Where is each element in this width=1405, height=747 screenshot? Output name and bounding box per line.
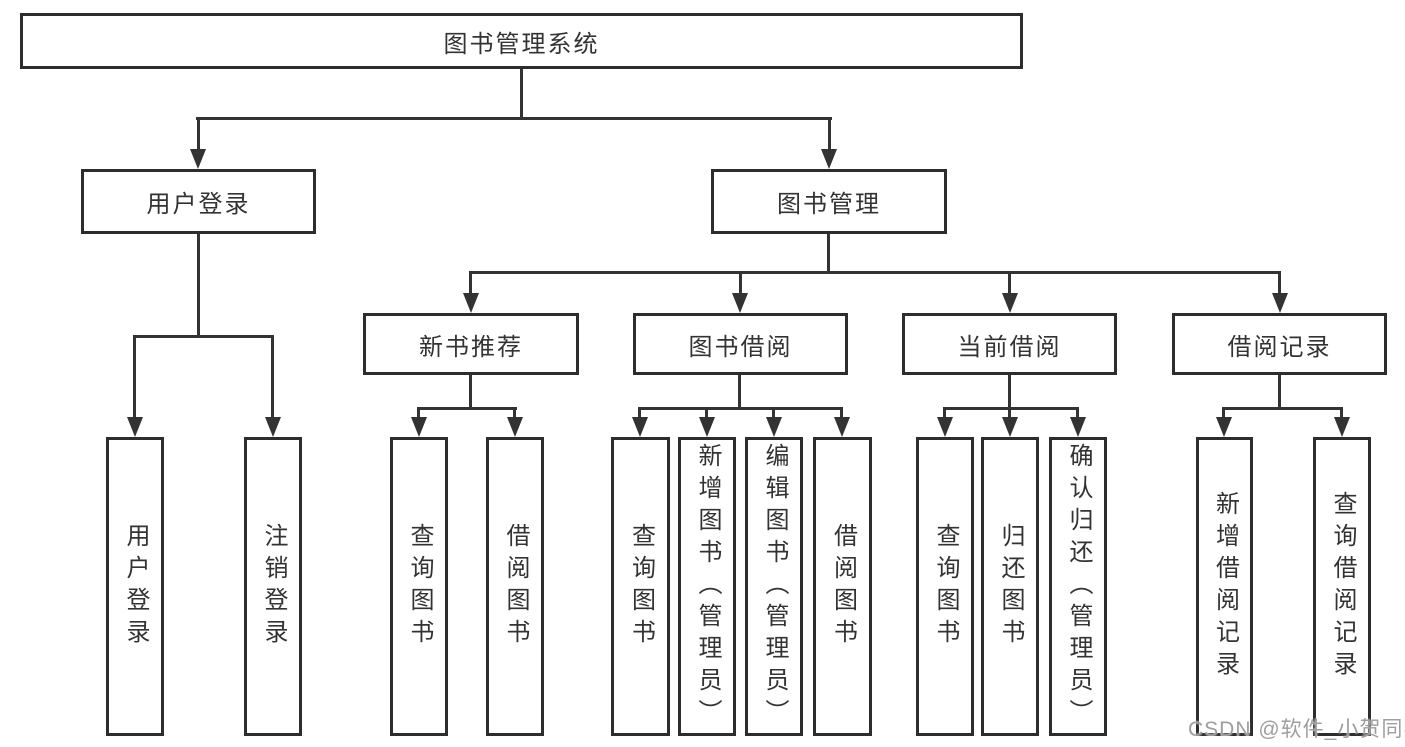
leaf-return-books-label: 归还图书 — [997, 522, 1024, 651]
node-root-label: 图书管理系统 — [443, 30, 600, 58]
connector-hline — [470, 271, 1281, 274]
connector-vline — [197, 234, 200, 337]
connector-vline — [513, 407, 516, 420]
arrow-down-icon — [190, 149, 206, 169]
connector-vline — [827, 234, 830, 274]
leaf-add-borrow-record-label: 新增借阅记录 — [1211, 490, 1239, 683]
connector-hline — [133, 335, 274, 338]
connector-vline — [133, 335, 136, 420]
arrow-down-icon — [1002, 417, 1018, 437]
node-current-borrow-label: 当前借阅 — [957, 333, 1062, 361]
connector-vline — [1008, 407, 1011, 420]
leaf-add-books-admin-label: 新增图书（管理员） — [694, 442, 721, 731]
leaf-user-login: 用户登录 — [106, 437, 164, 736]
leaf-query-borrow-record-label: 查询借阅记录 — [1329, 490, 1356, 683]
leaf-query-books-1-label: 查询图书 — [406, 522, 433, 651]
connector-hline — [1223, 407, 1343, 410]
leaf-add-borrow-record: 新增借阅记录 — [1196, 437, 1253, 736]
leaf-return-books: 归还图书 — [981, 437, 1039, 736]
arrow-down-icon — [937, 417, 953, 437]
leaf-logout: 注销登录 — [244, 437, 302, 736]
leaf-query-borrow-record: 查询借阅记录 — [1313, 437, 1371, 736]
arrow-down-icon — [632, 417, 648, 437]
node-user-login-label: 用户登录 — [146, 191, 251, 218]
connector-vline — [943, 407, 946, 420]
leaf-borrow-books-2: 借阅图书 — [813, 437, 872, 736]
node-borrow-records: 借阅记录 — [1172, 313, 1387, 375]
connector-vline — [1222, 407, 1225, 420]
node-book-mgmt: 图书管理 — [711, 169, 947, 234]
leaf-edit-books-admin: 编辑图书（管理员） — [745, 437, 803, 736]
connector-vline — [520, 69, 523, 119]
connector-vline — [638, 407, 641, 420]
leaf-query-books-2: 查询图书 — [611, 437, 670, 736]
connector-hline — [639, 407, 843, 410]
arrow-down-icon — [834, 417, 850, 437]
node-current-borrow: 当前借阅 — [902, 313, 1117, 375]
arrow-down-icon — [127, 417, 143, 437]
arrow-down-icon — [821, 149, 837, 169]
leaf-query-books-3: 查询图书 — [916, 437, 974, 736]
arrow-down-icon — [1272, 293, 1288, 313]
connector-vline — [1278, 271, 1281, 295]
leaf-confirm-return-admin: 确认归还（管理员） — [1049, 437, 1107, 736]
leaf-query-books-1: 查询图书 — [390, 437, 448, 736]
leaf-query-books-2-label: 查询图书 — [627, 522, 655, 651]
connector-vline — [1340, 407, 1343, 420]
connector-vline — [1278, 375, 1281, 409]
connector-vline — [271, 335, 274, 420]
arrow-down-icon — [1334, 417, 1350, 437]
leaf-confirm-return-admin-label: 确认归还（管理员） — [1065, 442, 1092, 731]
arrow-down-icon — [1216, 417, 1232, 437]
arrow-down-icon — [507, 417, 523, 437]
leaf-user-login-label: 用户登录 — [122, 522, 149, 651]
arrow-down-icon — [265, 417, 281, 437]
connector-vline — [828, 117, 831, 153]
node-borrowing: 图书借阅 — [633, 313, 848, 375]
node-borrowing-label: 图书借阅 — [688, 333, 793, 361]
connector-vline — [739, 271, 742, 295]
leaf-logout-label: 注销登录 — [260, 522, 287, 651]
arrow-down-icon — [1070, 417, 1086, 437]
connector-vline — [840, 407, 843, 420]
leaf-query-books-3-label: 查询图书 — [932, 522, 959, 651]
leaf-borrow-books-2-label: 借阅图书 — [829, 522, 857, 651]
csdn-watermark: CSDN @软件_小贺同学 — [1188, 718, 1405, 741]
connector-vline — [772, 407, 775, 420]
connector-hline — [196, 117, 832, 120]
connector-vline — [1008, 375, 1011, 409]
arrow-down-icon — [732, 293, 748, 313]
node-borrow-records-label: 借阅记录 — [1227, 333, 1332, 361]
connector-vline — [417, 407, 420, 420]
node-new-books-label: 新书推荐 — [419, 333, 523, 361]
node-book-mgmt-label: 图书管理 — [777, 191, 881, 218]
connector-vline — [705, 407, 708, 420]
leaf-borrow-books-1: 借阅图书 — [486, 437, 544, 736]
connector-vline — [197, 117, 200, 153]
arrow-down-icon — [766, 417, 782, 437]
connector-vline — [1008, 271, 1011, 295]
connector-vline — [469, 375, 472, 409]
node-user-login: 用户登录 — [81, 169, 316, 234]
connector-vline — [1076, 407, 1079, 420]
connector-vline — [469, 271, 472, 295]
connector-vline — [738, 375, 741, 409]
arrow-down-icon — [1002, 293, 1018, 313]
node-root: 图书管理系统 — [20, 13, 1023, 69]
node-new-books: 新书推荐 — [363, 313, 579, 375]
arrow-down-icon — [463, 293, 479, 313]
connector-hline — [944, 407, 1079, 410]
arrow-down-icon — [411, 417, 427, 437]
arrow-down-icon — [699, 417, 715, 437]
leaf-borrow-books-1-label: 借阅图书 — [502, 522, 529, 651]
connector-hline — [418, 407, 517, 410]
leaf-add-books-admin: 新增图书（管理员） — [678, 437, 736, 736]
leaf-edit-books-admin-label: 编辑图书（管理员） — [761, 442, 788, 731]
